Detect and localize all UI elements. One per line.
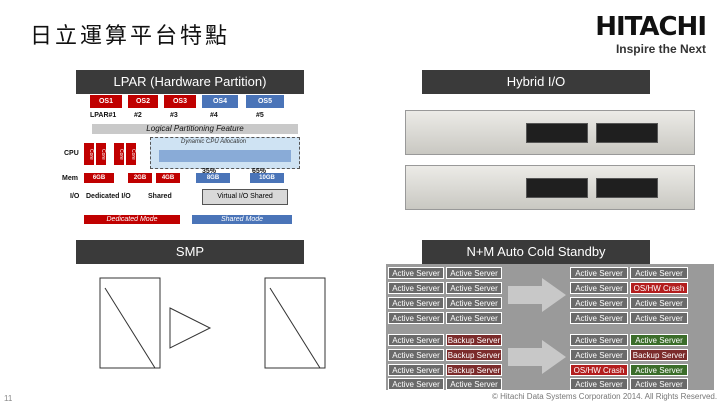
lpar-header: LPAR (Hardware Partition) [76, 70, 304, 94]
dynamic-cpu-label: Dynamic CPU Allocation [181, 139, 247, 145]
lpar-diagram: OS1 OS2 OS3 OS4 OS5 LPAR#1 #2 #3 #4 #5 L… [62, 95, 302, 227]
virtual-io-shared: Virtual I/O Shared [202, 189, 288, 205]
shared-label: Shared [148, 193, 172, 200]
cpu-core: Core [96, 143, 106, 165]
cpu-core: Core [84, 143, 94, 165]
grid-cell: Active Server [388, 334, 444, 346]
grid-cell: Active Server [446, 267, 502, 279]
arrow-right-icon [508, 278, 566, 312]
grid-cell: Backup Server [446, 364, 502, 376]
hybrid-io-header: Hybrid I/O [422, 70, 650, 94]
standby-header: N+M Auto Cold Standby [422, 240, 650, 264]
cpu-core: Core [114, 143, 124, 165]
os-label: OS2 [128, 95, 158, 108]
grid-cell: Active Server [630, 297, 688, 309]
shared-mode: Shared Mode [192, 215, 292, 224]
grid-cell: Active Server [388, 378, 444, 390]
io-label: I/O [70, 193, 80, 200]
grid-cell: Active Server [570, 267, 628, 279]
standby-grid: Active Server Active Server Active Serve… [386, 264, 714, 390]
lpar-num: #2 [134, 112, 142, 119]
drive-bay [596, 123, 658, 143]
grid-cell: Active Server [446, 297, 502, 309]
logo-brand: HITACHI [595, 12, 707, 42]
mem-block: 6GB [84, 173, 114, 183]
grid-cell: Active Server [388, 297, 444, 309]
grid-cell: OS/HW Crash [570, 364, 628, 376]
os-label: OS5 [246, 95, 284, 108]
smp-illustration [99, 277, 326, 369]
grid-cell: OS/HW Crash [630, 282, 688, 294]
grid-cell: Active Server [388, 364, 444, 376]
lpar-label: LPAR#1 [90, 112, 117, 119]
drive-bay [596, 178, 658, 198]
logo-tagline: Inspire the Next [615, 42, 706, 56]
arrow-right-icon [508, 340, 566, 374]
grid-cell: Active Server [630, 312, 688, 324]
grid-cell: Active Server [630, 334, 688, 346]
grid-cell: Backup Server [446, 334, 502, 346]
grid-cell: Active Server [446, 378, 502, 390]
grid-cell: Active Server [388, 312, 444, 324]
pct-35: 35% [202, 168, 217, 175]
grid-cell: Active Server [570, 312, 628, 324]
grid-cell: Active Server [630, 267, 688, 279]
os-label: OS3 [164, 95, 196, 108]
server-chassis-top [405, 110, 695, 155]
dedicated-mode: Dedicated Mode [84, 215, 180, 224]
grid-cell: Active Server [388, 349, 444, 361]
drive-bay [526, 178, 588, 198]
grid-cell: Active Server [388, 282, 444, 294]
drive-bay [526, 123, 588, 143]
mem-block: 10GB [250, 173, 284, 183]
server-chassis-bottom [405, 165, 695, 210]
mem-block: 8GB [196, 173, 230, 183]
page-number: 11 [4, 394, 13, 403]
mem-label: Mem [62, 175, 78, 182]
lpar-num: #4 [210, 112, 218, 119]
lpar-num: #3 [170, 112, 178, 119]
hitachi-logo: HITACHI Inspire the Next [595, 12, 707, 56]
grid-cell: Active Server [570, 297, 628, 309]
grid-cell: Backup Server [446, 349, 502, 361]
page-title: 日立運算平台特點 [30, 24, 231, 49]
dynamic-cpu-area: Dynamic CPU Allocation [150, 137, 300, 169]
grid-cell: Active Server [446, 282, 502, 294]
grid-cell: Active Server [570, 334, 628, 346]
pct-65: 65% [252, 168, 267, 175]
mem-block: 2GB [128, 173, 152, 183]
lpar-num: #5 [256, 112, 264, 119]
dedicated-io-label: Dedicated I/O [86, 193, 131, 200]
copyright: © Hitachi Data Systems Corporation 2014.… [492, 392, 718, 401]
os-label: OS1 [90, 95, 122, 108]
grid-cell: Active Server [446, 312, 502, 324]
grid-cell: Active Server [630, 364, 688, 376]
grid-cell: Active Server [388, 267, 444, 279]
grid-cell: Active Server [630, 378, 688, 390]
grid-cell: Backup Server [630, 349, 688, 361]
grid-cell: Active Server [570, 282, 628, 294]
cpu-core: Core [126, 143, 136, 165]
logical-partitioning-feature: Logical Partitioning Feature [92, 124, 298, 134]
grid-cell: Active Server [570, 378, 628, 390]
mem-block: 4GB [156, 173, 180, 183]
grid-cell: Active Server [570, 349, 628, 361]
cpu-label: CPU [64, 150, 79, 157]
os-label: OS4 [202, 95, 238, 108]
smp-header: SMP [76, 240, 304, 264]
